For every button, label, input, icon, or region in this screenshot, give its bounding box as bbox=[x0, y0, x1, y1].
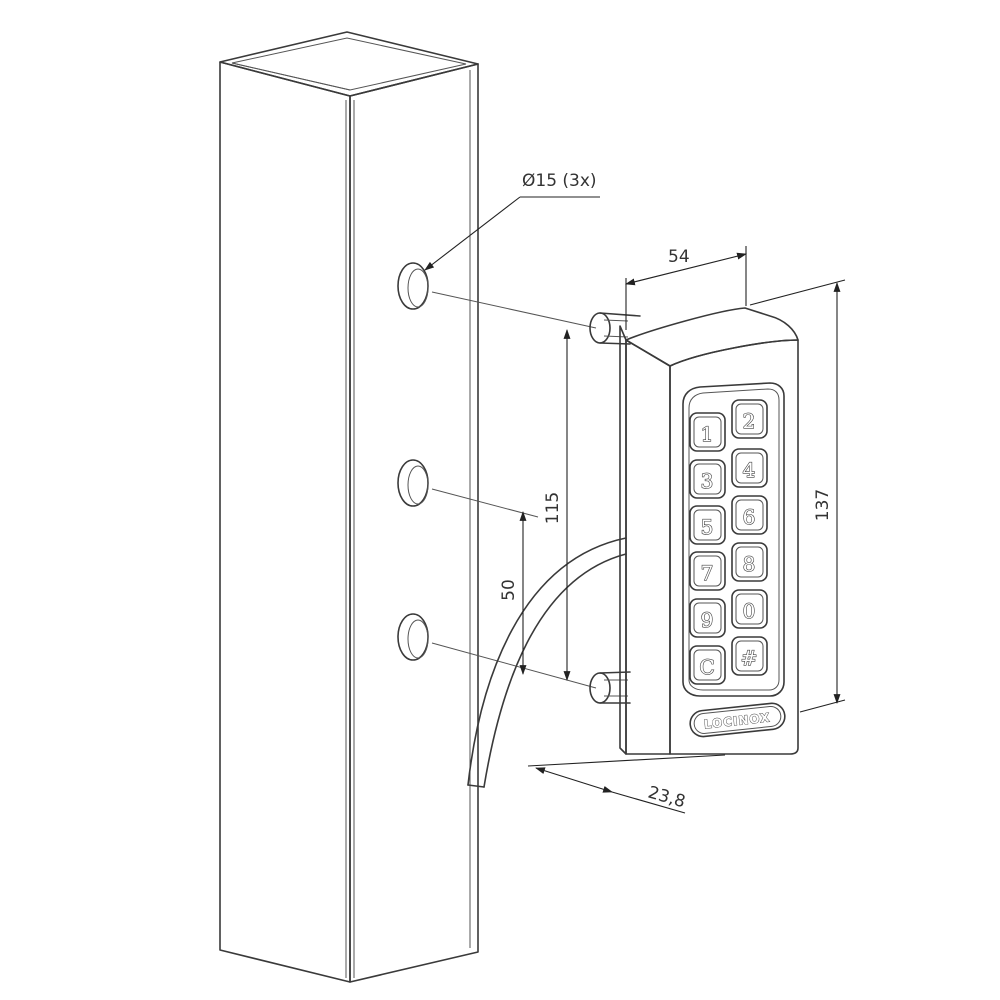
key-7: 7 bbox=[689, 551, 726, 591]
housing-front-face bbox=[669, 339, 799, 755]
dim-width-label: 54 bbox=[668, 247, 690, 267]
key-6: 6 bbox=[731, 495, 768, 535]
key-2-label: 2 bbox=[743, 409, 756, 433]
key-5-label: 5 bbox=[701, 515, 714, 539]
dim-depth-label: 23,8 bbox=[646, 783, 688, 813]
key-hash: # bbox=[731, 636, 768, 676]
housing-top-face bbox=[625, 307, 799, 367]
key-7-label: 7 bbox=[701, 561, 714, 585]
hole-top bbox=[397, 262, 429, 310]
mounting-studs bbox=[589, 312, 641, 704]
key-8: 8 bbox=[731, 542, 768, 582]
key-9-label: 9 bbox=[701, 608, 714, 632]
brand-logo-text: LOCINOX bbox=[703, 711, 771, 732]
stud-top bbox=[589, 312, 641, 345]
keypad-panel-inner bbox=[688, 388, 780, 691]
dim-hole-spacing-outer: 115 bbox=[543, 329, 571, 681]
keypad-keys: 1 2 3 4 5 6 7 bbox=[689, 399, 768, 685]
brand-logo: LOCINOX bbox=[689, 702, 786, 738]
post-top-rim-outer bbox=[219, 31, 479, 97]
key-5: 5 bbox=[689, 505, 726, 545]
housing-side-face bbox=[625, 339, 671, 755]
key-8-label: 8 bbox=[743, 552, 756, 576]
dim-height-label: 137 bbox=[813, 489, 833, 521]
dim-height: 137 bbox=[749, 279, 846, 713]
dim-hole-spacing-inner-label: 50 bbox=[499, 579, 519, 601]
keypad-panel-frame bbox=[682, 382, 785, 697]
keypad-housing bbox=[619, 307, 799, 755]
housing-back-edge bbox=[619, 325, 627, 755]
post-holes bbox=[397, 262, 429, 661]
key-0-label: 0 bbox=[743, 599, 756, 623]
dim-depth: 23,8 bbox=[527, 754, 726, 814]
cable bbox=[467, 537, 627, 788]
key-c: C bbox=[689, 645, 726, 685]
dim-hole-diameter-label: Ø15 (3x) bbox=[522, 171, 597, 191]
square-post bbox=[219, 31, 479, 983]
key-1: 1 bbox=[689, 412, 726, 452]
dim-hole-spacing-outer-label: 115 bbox=[543, 492, 563, 524]
dim-hole-diameter: Ø15 (3x) bbox=[424, 171, 600, 271]
key-9: 9 bbox=[689, 598, 726, 638]
key-c-label: C bbox=[699, 655, 714, 679]
key-4: 4 bbox=[731, 448, 768, 488]
key-2: 2 bbox=[731, 399, 768, 439]
post-top-rim-inner bbox=[231, 37, 467, 91]
key-0: 0 bbox=[731, 589, 768, 629]
key-4-label: 4 bbox=[743, 458, 756, 482]
post-inner-edge bbox=[231, 62, 351, 91]
projection-lines bbox=[431, 291, 597, 689]
hole-middle bbox=[397, 459, 429, 507]
stud-bottom bbox=[589, 671, 631, 704]
key-hash-label: # bbox=[741, 646, 758, 670]
post-side-face bbox=[349, 63, 479, 983]
post-front-face bbox=[219, 61, 351, 983]
dim-hole-spacing-inner: 50 bbox=[499, 511, 527, 675]
key-6-label: 6 bbox=[743, 505, 756, 529]
key-3: 3 bbox=[689, 459, 726, 499]
hole-bottom bbox=[397, 613, 429, 661]
key-1-label: 1 bbox=[701, 422, 714, 446]
dim-width: 54 bbox=[625, 246, 747, 330]
key-3-label: 3 bbox=[701, 469, 714, 493]
